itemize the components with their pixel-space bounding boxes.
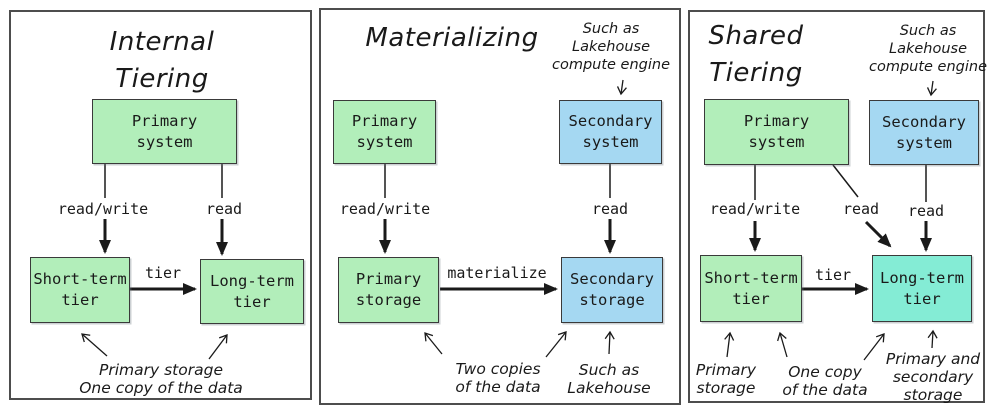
read-diagonal-arrow	[864, 220, 892, 248]
edge-label-read-write: read/write	[337, 200, 433, 218]
edge-label-tier: tier	[142, 264, 184, 282]
note-arrow	[616, 79, 627, 96]
annotation-two-copies: Two copies of the data	[455, 360, 541, 396]
panel-internal-tiering: Internal Tiering Primary system Short-te…	[9, 10, 312, 400]
note-arrow	[927, 329, 938, 349]
annotation-such-as-lakehouse: Such as Lakehouse	[567, 361, 651, 397]
secondary-system-box: Secondary system	[559, 100, 662, 164]
panel-title: Shared Tiering	[708, 21, 804, 88]
annotation-one-copy: One copy of the data	[782, 363, 868, 399]
annotation-compute-engine: Such as Lakehouse compute engine	[868, 23, 988, 75]
long-term-tier-box: Long-term tier	[200, 259, 304, 324]
primary-system-box: Primary system	[704, 99, 849, 165]
annotation-primary-and-secondary: Primary and secondary storage	[885, 350, 981, 404]
note-arrow	[926, 80, 937, 97]
note-arrow	[724, 331, 735, 358]
note-arrow	[863, 333, 885, 361]
note-arrow	[81, 333, 108, 357]
edge-label-read-write: read/write	[55, 200, 151, 218]
edge-label-tier: tier	[812, 266, 854, 284]
edge-label-materialize: materialize	[445, 264, 549, 282]
edge-label-read-write: read/write	[707, 200, 803, 218]
annotation-compute-engine: Such as Lakehouse compute engine	[551, 21, 671, 73]
primary-system-box: Primary system	[92, 99, 237, 164]
short-term-tier-box: Short-term tier	[700, 255, 802, 322]
secondary-system-box: Secondary system	[869, 100, 979, 165]
annotation-primary-storage: Primary storage	[695, 361, 757, 397]
primary-system-box: Primary system	[333, 100, 436, 164]
long-term-tier-box: Long-term tier	[872, 255, 972, 322]
note-arrow	[604, 330, 615, 355]
primary-storage-box: Primary storage	[338, 257, 439, 323]
note-arrow	[545, 331, 567, 358]
panel-materializing: Materializing Such as Lakehouse compute …	[319, 8, 681, 405]
connector-line-diagonal	[832, 164, 859, 198]
short-term-tier-box: Short-term tier	[30, 257, 130, 323]
panel-shared-tiering: Shared Tiering Such as Lakehouse compute…	[688, 10, 988, 404]
note-arrow	[777, 331, 788, 358]
secondary-storage-box: Secondary storage	[561, 257, 663, 323]
edge-label-read: read	[589, 200, 631, 218]
note-arrow	[208, 334, 228, 360]
annotation-primary-storage-one-copy: Primary storage One copy of the data	[79, 361, 243, 397]
panel-title: Internal Tiering	[109, 27, 215, 94]
edge-label-read-secondary: read	[905, 202, 947, 220]
note-arrow	[424, 332, 443, 355]
panel-title: Materializing	[365, 23, 539, 53]
edge-label-read-primary: read	[840, 200, 882, 218]
edge-label-read: read	[203, 200, 245, 218]
